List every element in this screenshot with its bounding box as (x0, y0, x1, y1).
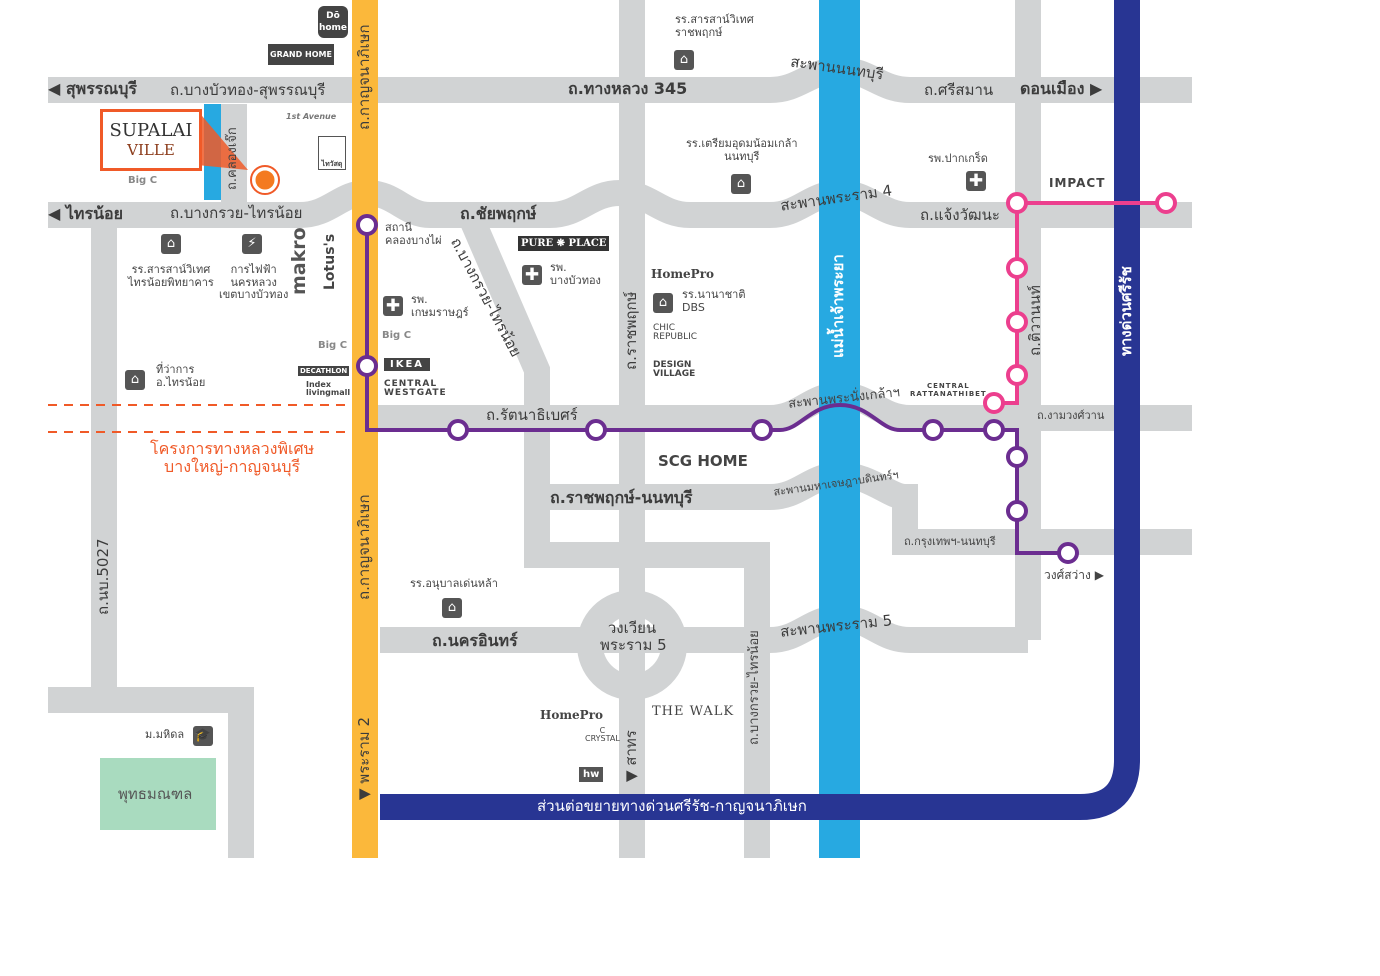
label-suphanburi: ◀ สุพรรณบุรี (48, 79, 137, 98)
label-bangkruai-sainoi: ถ.บางกรวย-ไทรน้อย (170, 204, 303, 222)
label-sathorn: ▼ สาทร (622, 730, 640, 782)
purple-line (365, 225, 1068, 555)
label-nb5027: ถ.นบ.5027 (94, 538, 112, 615)
label-ratchaphruek: ถ.ราชพฤกษ์ (622, 291, 640, 370)
bigc-logo: Big C (318, 340, 348, 351)
label-ngamwongwan: ถ.งามวงศ์วาน (1037, 409, 1105, 422)
thaiwatsadu-logo: ไทวัสดุ (318, 136, 346, 170)
label-motorway-project-line2: บางใหญ่-กาญจนบุรี (164, 457, 301, 477)
label-klongjik: ถ.คลองเจ๊ก (225, 127, 240, 190)
project-logo-line1: SUPALAI (109, 120, 193, 141)
central-westgate-logo: CENTRAL WESTGATE (384, 379, 447, 399)
label-chaiyaphruek: ถ.ชัยพฤกษ์ (460, 204, 537, 223)
label-district-office: ที่ว่าการ อ.ไทรน้อย (156, 363, 206, 389)
school-icon: ⌂ (653, 293, 673, 313)
project-location-marker[interactable] (252, 167, 278, 193)
label-school-triam: รร.เตรียมอุดมน้อมเกล้า นนทบุรี (686, 137, 798, 163)
phutthamonthon-park (100, 758, 216, 830)
the-walk-logo: THE WALK (652, 704, 735, 719)
central-rattanathibet-logo: CENTRAL RATTANATHIBET (910, 382, 987, 398)
label-phutthamonthon: พุทธมณฑล (118, 785, 193, 803)
label-donmueang: ดอนเมือง ▶ (1020, 79, 1103, 98)
hospital-icon: ✚ (383, 296, 403, 316)
school-icon: ⌂ (442, 598, 462, 618)
label-motorway-project: โครงการทางหลวงพิเศษบางใหญ่-กาญจนบุรี (150, 439, 315, 477)
scg-home-logo: SCG HOME (658, 452, 748, 470)
label-tiwanon: ถ.ติวานนท์ (1026, 285, 1044, 356)
grandhome-logo: GRAND HOME (268, 44, 334, 65)
pink-line (994, 201, 1166, 405)
homepro-logo[interactable]: HomePro (540, 708, 604, 722)
label-mahidol: ม.มหิดล (145, 728, 185, 741)
crystal-logo: C CRYSTAL (585, 726, 620, 743)
label-school-anuban: รร.อนุบาลเด่นหล้า (410, 577, 498, 590)
label-motorway-project-line1: โครงการทางหลวงพิเศษ (150, 439, 315, 458)
hospital-icon: ✚ (522, 265, 542, 285)
label-krungthep-nonthaburi: ถ.กรุงเทพฯ-นนทบุรี (904, 535, 996, 548)
makro-logo: makro (288, 227, 310, 295)
label-chaengwattana: ถ.แจ้งวัฒนะ (920, 206, 1000, 224)
label-bangbuathong-suphan: ถ.บางบัวทอง-สุพรรณบุรี (170, 81, 326, 99)
label-school-sarasas-ratchaphruek: รร.สารสาน์วิเทศ ราชพฤกษ์ (675, 13, 754, 39)
dohome-logo: Dō home (318, 6, 348, 38)
graduation-cap-icon: 🎓 (193, 726, 213, 746)
roundabout (577, 590, 687, 700)
label-hospital-pakkret: รพ.ปากเกร็ด (928, 152, 988, 165)
label-electricity: การไฟฟ้า นครหลวง เขตบางบัวทอง (219, 263, 289, 302)
ikea-logo: IKEA (384, 358, 431, 371)
decathlon-logo: DECATHLON (298, 366, 350, 376)
lotuss-logo: Lotus's (322, 233, 338, 290)
project-marker-ring (250, 165, 280, 195)
chic-republic-logo: CHIC REPUBLIC (653, 323, 698, 342)
school-icon: ⌂ (161, 234, 181, 254)
label-bangkruai-sainoi-v: ถ.บางกรวย-ไทรน้อย (747, 630, 762, 745)
hospital-icon: ✚ (966, 171, 986, 191)
label-chao-phraya: แม่น้ำเจ้าพระยา (829, 254, 847, 358)
label-station-klongbangphai: สถานี คลองบางไผ่ (385, 221, 442, 247)
label-wongsawang: วงศ์สว่าง ▶ (1044, 568, 1104, 582)
project-logo[interactable]: SUPALAI VILLE (100, 109, 202, 171)
homepro-logo[interactable]: HomePro (651, 267, 715, 281)
label-ratchaphruek-nonthaburi: ถ.ราชพฤกษ์-นนทบุรี (550, 488, 693, 507)
purple-stations (356, 214, 1079, 564)
chao-phraya-river (819, 0, 860, 858)
expressway (380, 0, 1140, 820)
label-rattanathibet: ถ.รัตนาธิเบศร์ (486, 406, 578, 424)
label-sainoi: ◀ ไทรน้อย (48, 204, 123, 223)
pureplace-logo: PURE ❋ PLACE (518, 236, 610, 251)
label-expressway-extension: ส่วนต่อขยายทางด่วนศรีรัช-กาญจนาภิเษก (537, 797, 807, 815)
pink-stations (983, 192, 1177, 414)
label-highway-345: ถ.ทางหลวง 345 (568, 79, 688, 98)
school-icon: ⌂ (674, 50, 694, 70)
road-nb5027 (48, 215, 254, 858)
label-kanchanaphisek-top: ถ.กาญจนาภิเษก (355, 24, 373, 130)
label-school-sarasas-sainoi: รร.สารสาน์วิเทศ ไทรน้อยพิทยาคาร (128, 263, 214, 289)
label-srisaman: ถ.ศรีสมาน (924, 81, 994, 99)
label-hospital-kasemrad: รพ. เกษมราษฎร์ (411, 293, 469, 319)
label-rama2: ▼ พระราม 2 (355, 717, 373, 800)
avenue-logo: 1st Avenue (286, 112, 337, 121)
label-nakhonin: ถ.นครอินทร์ (432, 631, 518, 650)
label-roundabout-line2: พระราม 5 (600, 636, 667, 655)
label-school-dbs: รร.นานาชาติ DBS (682, 288, 746, 314)
label-kanchanaphisek-bottom: ถ.กาญจนาภิเษก (355, 494, 373, 600)
government-icon: ⌂ (125, 370, 145, 390)
hw-logo: hw (579, 767, 604, 782)
design-village-logo: DESIGN VILLAGE (653, 360, 696, 379)
road-bangkruai-diag (458, 209, 770, 858)
impact-logo: IMPACT (1049, 176, 1106, 190)
project-logo-line2: VILLE (127, 141, 175, 159)
bigc-logo: Big C (382, 330, 412, 341)
lightning-icon: ⚡ (242, 234, 262, 254)
school-icon: ⌂ (731, 174, 751, 194)
project-pointer (197, 110, 248, 170)
motorway-project-dashes (48, 404, 352, 433)
bigc-logo: Big C (128, 175, 158, 186)
index-livingmall-logo: Index livingmall (306, 380, 351, 398)
label-roundabout-line1: วงเวียน (607, 619, 657, 637)
label-hospital-bangbuathong: รพ. บางบัวทอง (550, 261, 601, 287)
label-expressway-vertical: ทางด่วนศรีรัช (1117, 266, 1135, 356)
label-roundabout: วงเวียนพระราม 5 (600, 619, 667, 655)
